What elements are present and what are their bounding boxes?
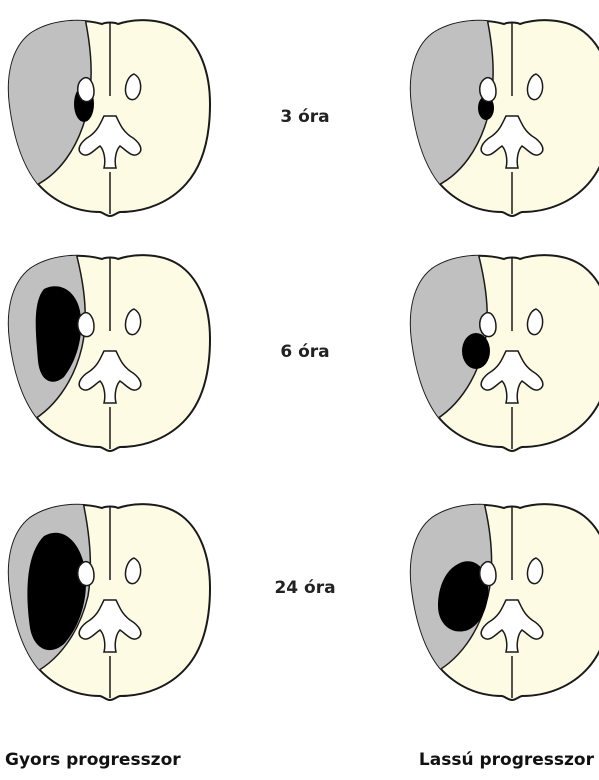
time-label-24h: 24 óra (274, 578, 335, 598)
brain-fast-3h (0, 0, 210, 216)
brain-slow-24h (392, 480, 599, 700)
column-label-slow: Lassú progresszor (419, 750, 594, 770)
column-label-fast: Gyors progresszor (5, 750, 181, 770)
brain-slow-3h (392, 0, 599, 216)
brain-fast-6h (0, 231, 210, 451)
time-label-6h: 6 óra (280, 342, 329, 362)
brain-slow-6h (392, 231, 599, 451)
time-label-3h: 3 óra (280, 107, 329, 127)
brain-fast-24h (0, 480, 210, 700)
infarct-core (462, 333, 490, 369)
